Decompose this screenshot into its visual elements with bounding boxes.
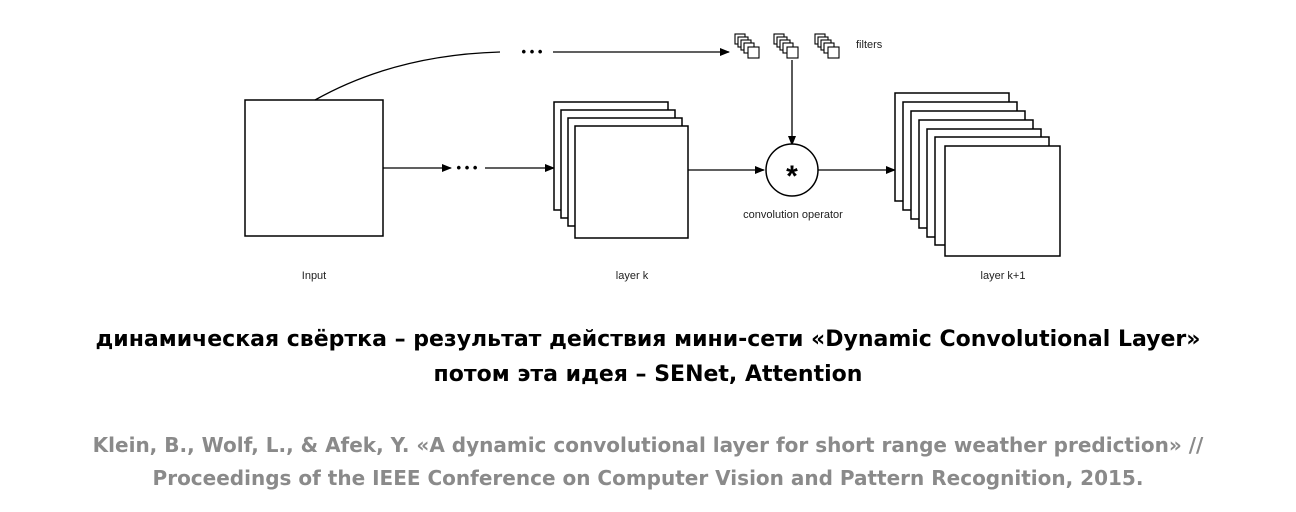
input-box (244, 99, 384, 237)
reference-line-2: Proceedings of the IEEE Conference on Co… (152, 466, 1144, 490)
dynamic-convolution-diagram: Input • • • filters • • • layer k (244, 33, 1061, 282)
caption-line-1: динамическая свёртка – результат действи… (95, 327, 1201, 352)
convolution-operator-label: convolution operator (743, 209, 843, 221)
layer-k1-stack (894, 92, 1061, 257)
layer-k1-label: layer k+1 (981, 270, 1026, 282)
filters-path-dots: • • • (522, 44, 543, 59)
filter-group-3 (814, 33, 840, 59)
layer-k-label: layer k (616, 270, 649, 282)
filter-group-1 (734, 33, 760, 59)
input-to-filters-curve (314, 51, 501, 101)
layer-path-dots: • • • (457, 160, 478, 175)
reference-line-1: Klein, B., Wolf, L., & Afek, Y. «A dynam… (92, 433, 1204, 457)
filter-group-2 (773, 33, 799, 59)
layer-k-stack (553, 101, 689, 239)
caption-line-2: потом эта идея – SENet, Attention (433, 362, 863, 387)
filters-label: filters (856, 39, 883, 51)
input-label: Input (302, 270, 326, 282)
convolution-operator-symbol: * (786, 160, 798, 193)
